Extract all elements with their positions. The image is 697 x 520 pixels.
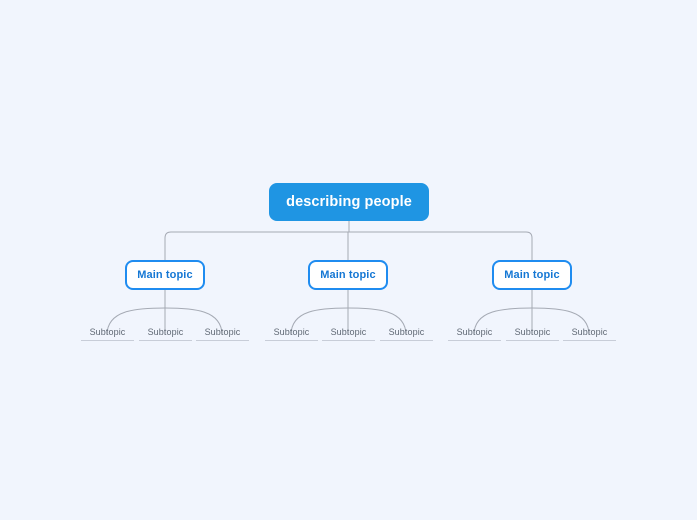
subtopic-node-2-0[interactable]: Subtopic [456, 327, 493, 337]
subtopic-node-2-2[interactable]: Subtopic [571, 327, 608, 337]
subtopic-underline-1-1 [322, 340, 375, 341]
main-topic-node-2[interactable]: Main topic [492, 260, 572, 290]
subtopic-underline-2-0 [448, 340, 501, 341]
subtopic-node-2-1[interactable]: Subtopic [514, 327, 551, 337]
subtopic-node-1-2[interactable]: Subtopic [388, 327, 425, 337]
subtopic-underline-0-0 [81, 340, 134, 341]
subtopic-underline-2-2 [563, 340, 616, 341]
root-node[interactable]: describing people [269, 183, 429, 221]
subtopic-underline-0-2 [196, 340, 249, 341]
subtopic-underline-1-2 [380, 340, 433, 341]
main-topic-node-0[interactable]: Main topic [125, 260, 205, 290]
subtopic-node-0-0[interactable]: Subtopic [89, 327, 126, 337]
branch-drop-0 [164, 231, 172, 260]
subtopic-node-0-2[interactable]: Subtopic [204, 327, 241, 337]
branch-drop-2 [525, 231, 533, 260]
subtopic-node-0-1[interactable]: Subtopic [147, 327, 184, 337]
subtopic-node-1-1[interactable]: Subtopic [330, 327, 367, 337]
subtopic-underline-0-1 [139, 340, 192, 341]
subtopic-underline-2-1 [506, 340, 559, 341]
main-topic-node-1[interactable]: Main topic [308, 260, 388, 290]
subtopic-underline-1-0 [265, 340, 318, 341]
subtopic-node-1-0[interactable]: Subtopic [273, 327, 310, 337]
